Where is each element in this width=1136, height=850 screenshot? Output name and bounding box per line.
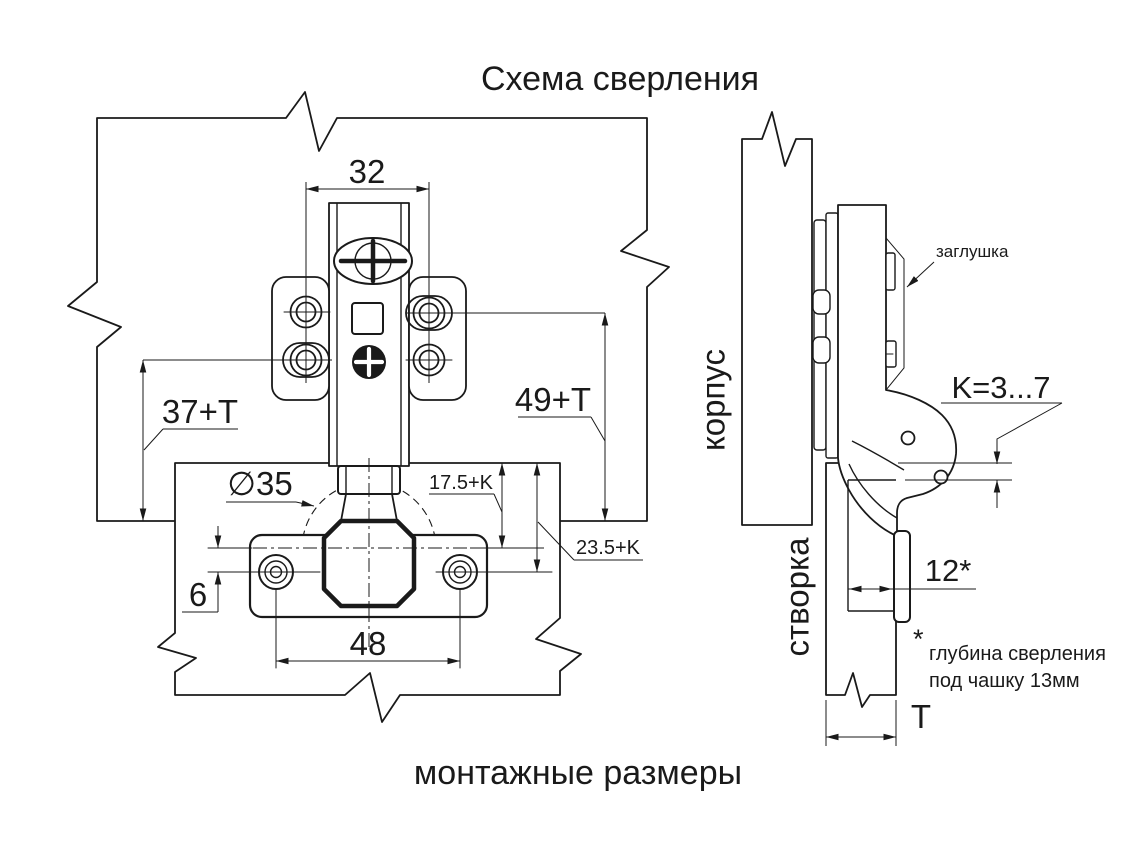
mounting-plate-side	[812, 212, 839, 459]
dim-screw-offset: 6	[182, 526, 222, 613]
dim-door-thickness: T	[825, 698, 931, 746]
dim-screw-row: 23.5+K	[533, 463, 643, 572]
pivot-hole-upper	[900, 430, 916, 446]
dim-label-235K: 23.5+K	[576, 537, 641, 559]
fixing-screw	[352, 345, 386, 379]
footnote-marker: *	[913, 624, 924, 654]
hinge-arm-inner-lines	[848, 440, 905, 519]
cabinet-panel-outline	[67, 91, 670, 522]
dim-gap-K: K=3...7	[898, 370, 1063, 508]
dim-label-6: 6	[189, 576, 207, 613]
cabinet-label: корпус	[695, 349, 732, 451]
dim-label-K: K=3...7	[951, 370, 1050, 405]
page-title: Схема сверления	[481, 60, 759, 98]
dim-label-49T: 49+T	[515, 381, 591, 418]
dim-cup-diameter: ∅35	[226, 465, 315, 507]
dim-label-d35: ∅35	[227, 465, 292, 502]
dim-label-175K: 17.5+K	[429, 472, 494, 494]
cabinet-board-section	[741, 111, 813, 526]
dim-lower-row: 37+T	[139, 359, 332, 521]
cap-outline	[885, 237, 905, 391]
footnote-line2: под чашку 13мм	[929, 670, 1080, 692]
hinge-arm-side	[837, 204, 958, 537]
dim-label-T: T	[911, 698, 931, 735]
dim-hole-spacing: 32	[305, 153, 430, 383]
dim-cup-screw-spacing: 48	[276, 625, 460, 665]
pivot-hole-lower	[933, 469, 949, 485]
cap-label: заглушка	[936, 242, 1009, 261]
footnote: * глубина сверления под чашку 13мм	[913, 624, 1106, 692]
dim-label-32: 32	[349, 153, 386, 190]
cam-screw	[333, 237, 413, 285]
dim-cup-center: 17.5+K	[429, 463, 544, 549]
door-label: створка	[779, 537, 816, 657]
centerlines	[207, 458, 553, 669]
side-view: заглушка K=3...7 12* T * глубина све	[695, 111, 1106, 746]
square-opening	[351, 302, 384, 335]
dim-label-12: 12*	[925, 553, 972, 588]
cup-flange-side	[893, 530, 911, 623]
dim-label-48: 48	[350, 625, 387, 662]
dim-upper-row: 49+T	[407, 312, 609, 521]
front-view: 32 37+T 49+T ∅35 17.5+K	[67, 91, 670, 723]
dim-cup-depth: 12*	[848, 553, 976, 593]
cap-callout: заглушка	[906, 242, 1009, 288]
plate-wing-left	[271, 276, 330, 401]
dim-label-37T: 37+T	[162, 393, 238, 430]
footnote-line1: глубина сверления	[929, 643, 1106, 665]
footer-caption: монтажные размеры	[414, 754, 742, 792]
